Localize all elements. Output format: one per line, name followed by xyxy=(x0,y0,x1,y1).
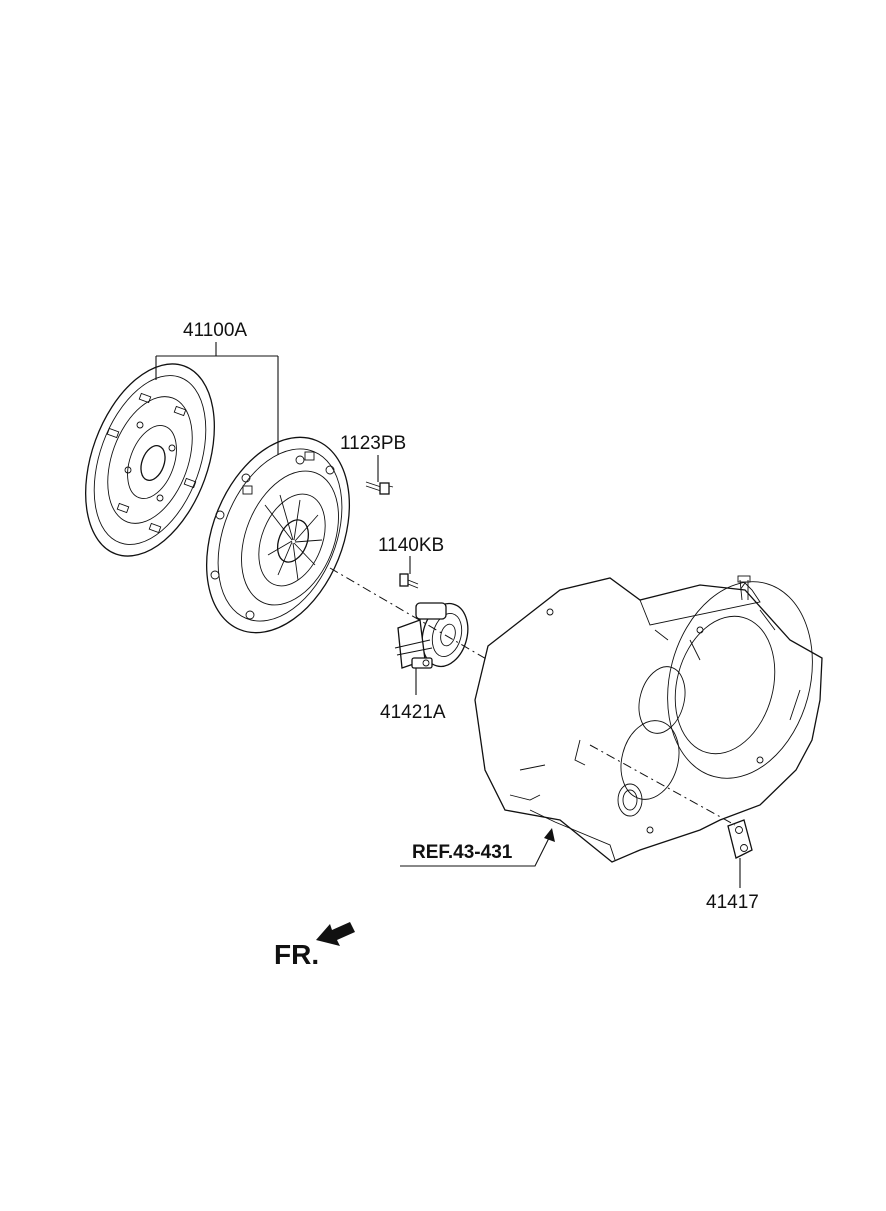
callout-release-cylinder: 41421A xyxy=(380,702,446,723)
callout-release-bolt: 1140KB xyxy=(378,535,444,556)
center-axis-line xyxy=(329,567,489,661)
clutch-cover xyxy=(205,436,351,634)
callout-clutch-set: 41100A xyxy=(183,320,247,341)
leader-lines xyxy=(155,342,741,888)
release-cylinder xyxy=(394,602,469,669)
center-axis-line-rear xyxy=(589,744,736,826)
housing-plug xyxy=(727,819,753,859)
release-bolt xyxy=(399,573,419,589)
transaxle-housing xyxy=(474,575,823,863)
front-arrow-icon xyxy=(316,922,355,946)
front-direction-label: FR. xyxy=(274,939,319,970)
callout-transaxle-ref: REF.43-431 xyxy=(412,842,513,863)
callout-cover-bolt: 1123PB xyxy=(340,433,406,454)
clutch-disc xyxy=(85,363,215,557)
callout-plug: 41417 xyxy=(706,892,759,913)
cover-bolt xyxy=(365,481,394,495)
